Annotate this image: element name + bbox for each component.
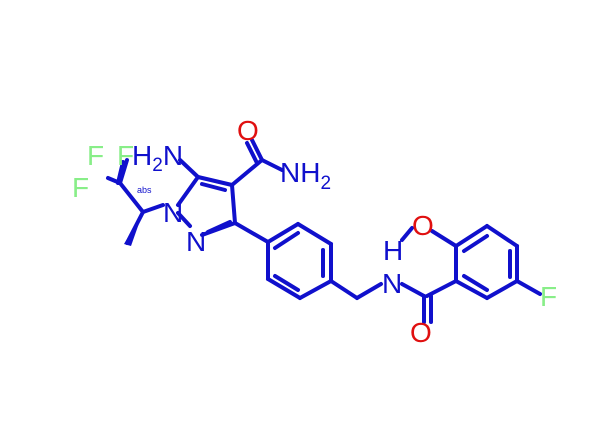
bond-30 (400, 282, 426, 298)
amide-nitrogen-label: NH2 (280, 157, 331, 194)
bond-17 (260, 158, 284, 172)
bond-44 (400, 226, 414, 242)
bond-1 (106, 176, 122, 185)
wedge-bond (124, 212, 143, 246)
bond-22 (298, 279, 333, 300)
bond-40 (462, 234, 489, 253)
bond-12 (206, 220, 232, 234)
linker-nh-nitrogen-label: N (382, 268, 402, 299)
bond-4 (141, 203, 165, 214)
bond-2 (118, 158, 129, 185)
bond-36 (485, 224, 519, 248)
cf3-fluorine-2-label: F (117, 140, 134, 171)
methoxy-oxygen-label: O (412, 210, 434, 241)
bond-16 (245, 141, 259, 165)
cf3-fluorine-3-label: F (72, 172, 89, 203)
amide-oxygen-label: O (237, 115, 259, 146)
stereo-abs-label: abs (137, 185, 152, 195)
bond-8 (230, 183, 237, 225)
bond-19 (266, 222, 300, 244)
pyrazole-n1-label: N (163, 197, 183, 228)
bond-11 (200, 182, 227, 192)
benzamide-oxygen-label: O (410, 317, 432, 348)
bond-7 (196, 175, 234, 187)
bond-10 (176, 211, 192, 228)
aryl-fluorine-label: F (540, 281, 557, 312)
bond-39 (454, 279, 489, 300)
bond-15 (250, 138, 264, 162)
cf3-fluorine-1-label: F (87, 140, 104, 171)
bond-lines (106, 138, 542, 324)
bond-18 (233, 221, 270, 244)
bond-35 (454, 224, 489, 248)
bond-28 (329, 279, 359, 300)
pyrazole-n2-label: N (186, 226, 206, 257)
bond-43 (430, 229, 458, 248)
bond-29 (355, 282, 383, 300)
bond-0 (116, 160, 125, 185)
linker-nh-hydrogen-label: H (383, 235, 403, 266)
bond-13 (178, 158, 200, 179)
amino-group-label: H2N (132, 140, 183, 176)
bond-25 (273, 231, 300, 250)
bond-3 (118, 181, 145, 214)
bond-6 (176, 175, 200, 207)
bond-42 (462, 274, 489, 292)
bond-45 (515, 279, 542, 296)
bond-20 (296, 222, 333, 246)
bond-38 (485, 279, 519, 300)
bond-23 (266, 277, 302, 300)
bond-27 (273, 274, 300, 292)
bond-33 (425, 279, 458, 298)
